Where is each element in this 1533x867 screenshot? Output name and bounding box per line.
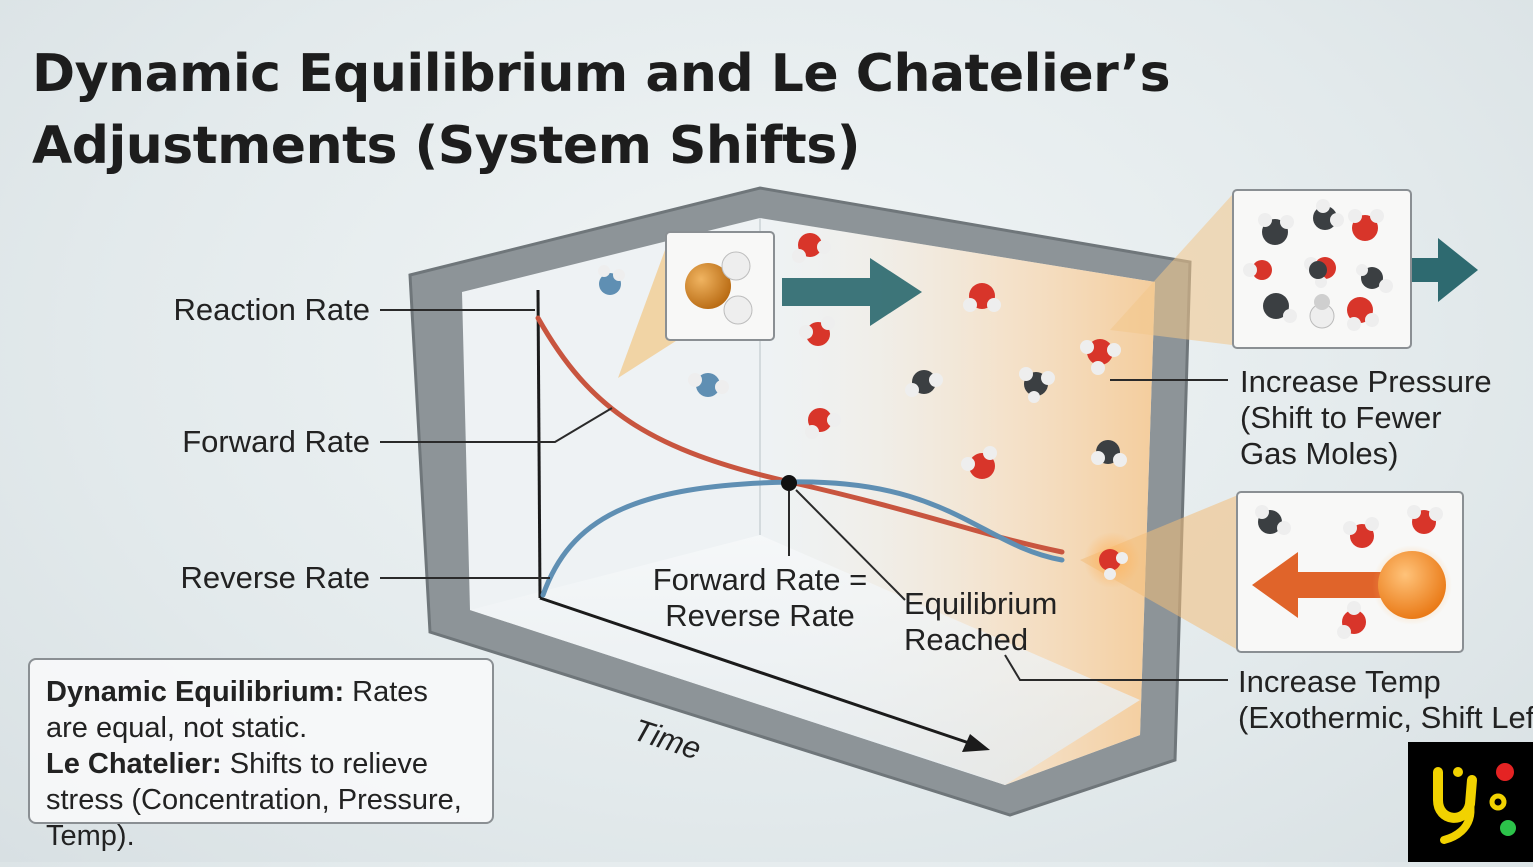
pressure-line-3: Gas Moles) — [1240, 436, 1399, 471]
note-term-2: Le Chatelier: — [46, 748, 222, 780]
x-axis — [539, 596, 976, 747]
note-dynamic-equilibrium: Dynamic Equilibrium: Rates are equal, no… — [46, 674, 476, 746]
stethoscope-logo-icon — [1433, 763, 1516, 844]
leader-lines — [380, 309, 1228, 681]
equilibrium-point-line-2: Reverse Rate — [665, 598, 855, 633]
equilibrium-reached-label: Equilibrium Reached — [904, 586, 1104, 658]
equilibrium-point-line-1: Forward Rate = — [652, 562, 868, 597]
pressure-line-1: Increase Pressure — [1240, 364, 1492, 399]
pressure-shift-arrow-icon — [1412, 238, 1478, 302]
leader-temp — [1004, 654, 1228, 681]
page-title: Dynamic Equilibrium and Le Chatelier’s A… — [32, 38, 1232, 182]
note-term-1: Dynamic Equilibrium: — [46, 676, 345, 708]
summary-note: Dynamic Equilibrium: Rates are equal, no… — [28, 658, 494, 852]
zoom-beam-temp — [1080, 495, 1238, 650]
leader-equilibrium-reached — [795, 489, 906, 601]
note-le-chatelier: Le Chatelier: Shifts to relieve stress (… — [46, 746, 476, 854]
gas-molecules — [598, 233, 1140, 588]
note-text-1: Rates are equal, not static. — [46, 676, 428, 744]
equilibrium-point-label: Forward Rate = Reverse Rate — [640, 562, 880, 634]
pressure-line-2: (Shift to Fewer — [1240, 400, 1442, 435]
reaction-rate-label: Reaction Rate — [173, 292, 370, 327]
leader-forward-rate — [380, 407, 613, 443]
container-floor — [470, 535, 1140, 785]
brand-logo — [1408, 742, 1533, 862]
temperature-inset — [1236, 491, 1464, 653]
central-atom-icon — [685, 263, 731, 309]
pressure-inset — [1232, 189, 1412, 349]
equilibrium-reached-line-2: Reached — [904, 622, 1029, 657]
note-text-2: Shifts to relieve stress (Concentration,… — [46, 748, 462, 852]
shift-left-arrow-icon — [1252, 552, 1382, 618]
equilibrium-point — [781, 475, 797, 491]
y-axis — [536, 289, 542, 599]
zoom-beam-pressure — [1110, 195, 1232, 345]
forward-shift-arrow-icon — [782, 258, 922, 326]
temp-line-2: (Exothermic, Shift Left) — [1238, 700, 1533, 735]
temp-line-1: Increase Temp — [1238, 664, 1441, 699]
title-line-2: Adjustments (System Shifts) — [32, 116, 860, 176]
forward-rate-label: Forward Rate — [182, 424, 370, 459]
title-line-1: Dynamic Equilibrium and Le Chatelier’s — [32, 44, 1171, 104]
pressure-stress-label: Increase Pressure (Shift to Fewer Gas Mo… — [1240, 364, 1510, 472]
temp-stress-label: Increase Temp (Exothermic, Shift Left) — [1238, 664, 1533, 736]
reverse-rate-label: Reverse Rate — [180, 560, 370, 595]
heat-sphere-icon — [1378, 551, 1446, 619]
x-axis-arrowhead — [962, 734, 990, 752]
equilibrium-reached-line-1: Equilibrium — [904, 586, 1058, 621]
